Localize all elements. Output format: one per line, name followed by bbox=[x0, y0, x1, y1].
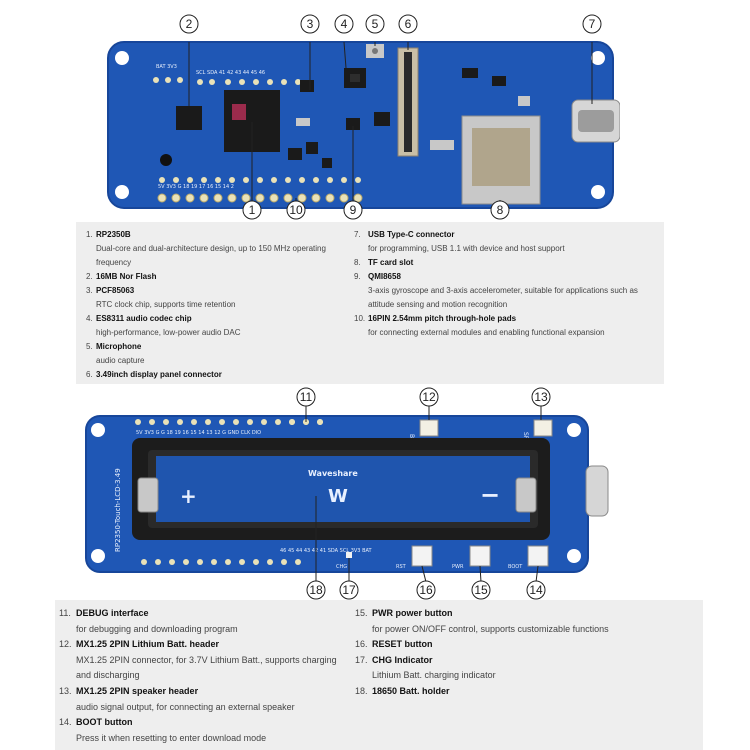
svg-text:11: 11 bbox=[300, 390, 313, 404]
callout-3: 3 bbox=[300, 14, 320, 34]
svg-text:9: 9 bbox=[350, 203, 357, 217]
rst-button bbox=[411, 545, 433, 567]
plus-sign: + bbox=[180, 484, 197, 508]
silk-chg: CHG bbox=[336, 564, 347, 570]
svg-text:3: 3 bbox=[307, 17, 314, 31]
callout-13: 13 bbox=[531, 387, 551, 407]
svg-text:17: 17 bbox=[342, 583, 356, 597]
desc-item-10: 10. 16PIN 2.54mm pitch through-hole pads… bbox=[354, 314, 605, 337]
silk-bottom-row-b: 46 45 44 43 42 41 SDA SCL 3V3 BAT bbox=[280, 548, 373, 554]
mid-pad-row bbox=[159, 177, 361, 183]
board-name: RP2350-Touch-LCD-3.49 bbox=[114, 468, 122, 552]
svg-text:1: 1 bbox=[249, 203, 256, 217]
batt-header bbox=[419, 419, 439, 437]
callout-8: 8 bbox=[490, 200, 510, 220]
svg-text:5: 5 bbox=[372, 17, 379, 31]
silk-pwr: PWR bbox=[452, 564, 464, 570]
pwr-button bbox=[469, 545, 491, 567]
callout-6: 6 bbox=[398, 14, 418, 34]
svg-text:13: 13 bbox=[534, 390, 548, 404]
svg-text:8: 8 bbox=[497, 203, 504, 217]
pcf85063-chip bbox=[300, 80, 314, 92]
silk-bat-row: BAT 3V3 bbox=[156, 64, 177, 70]
brand-text: Waveshare bbox=[308, 469, 358, 478]
callout-4: 4 bbox=[334, 14, 354, 34]
debug-pads bbox=[289, 419, 323, 425]
minus-sign: − bbox=[480, 481, 500, 509]
silk-scl-row: SCL SDA 41 42 43 44 45 46 bbox=[196, 70, 265, 76]
svg-text:4: 4 bbox=[341, 17, 348, 31]
boot-button bbox=[527, 545, 549, 567]
qmi8658-chip bbox=[346, 118, 360, 130]
bottom-board-figure: 5V 3V3 G G 18 19 16 15 14 13 12 G GND CL… bbox=[80, 386, 620, 600]
svg-text:16: 16 bbox=[419, 583, 433, 597]
callout-16: 16 bbox=[416, 580, 436, 600]
top-pad-row bbox=[153, 77, 301, 85]
callout-1: 1 bbox=[242, 200, 262, 220]
brand-logo: W bbox=[328, 486, 348, 507]
mount-hole bbox=[591, 185, 605, 199]
desc-item-6: 6. 3.49inch display panel connector bbox=[86, 370, 222, 379]
top-board-figure: BAT 3V3 SCL SDA 41 42 43 44 45 46 5V 3V3… bbox=[100, 10, 620, 220]
desc-item-2: 2. 16MB Nor Flash bbox=[86, 272, 157, 281]
svg-text:6: 6 bbox=[405, 17, 412, 31]
callout-2: 2 bbox=[179, 14, 199, 34]
usb-c-side bbox=[585, 465, 609, 517]
svg-text:7: 7 bbox=[589, 17, 596, 31]
mount-hole bbox=[115, 185, 129, 199]
flash-chip bbox=[176, 106, 202, 130]
16pin-pads bbox=[157, 193, 363, 203]
callout-18: 18 bbox=[306, 580, 326, 600]
spk-header bbox=[533, 419, 553, 437]
callout-14: 14 bbox=[526, 580, 546, 600]
svg-text:15: 15 bbox=[474, 583, 488, 597]
callout-5: 5 bbox=[365, 14, 385, 34]
callout-9: 9 bbox=[343, 200, 363, 220]
dark-round-component bbox=[160, 154, 172, 166]
callout-17: 17 bbox=[339, 580, 359, 600]
desc-item-18: 18. 18650 Batt. holder bbox=[355, 685, 450, 696]
silk-pin-row: 5V 3V3 G G 18 19 16 15 14 13 12 G GND CL… bbox=[136, 430, 261, 436]
svg-text:10: 10 bbox=[289, 203, 303, 217]
svg-text:2: 2 bbox=[186, 17, 193, 31]
callout-10: 10 bbox=[286, 200, 306, 220]
desc-item-8: 8. TF card slot bbox=[354, 258, 414, 267]
svg-text:14: 14 bbox=[529, 583, 543, 597]
callout-12: 12 bbox=[419, 387, 439, 407]
svg-text:18: 18 bbox=[309, 583, 323, 597]
callout-11: 11 bbox=[296, 387, 316, 407]
callout-15: 15 bbox=[471, 580, 491, 600]
silk-boot: BOOT bbox=[508, 564, 523, 570]
callout-7: 7 bbox=[582, 14, 602, 34]
silk-bottom-row: 5V 3V3 G 18 19 17 16 15 14 2 bbox=[158, 184, 234, 190]
bottom-bottom-pads bbox=[141, 559, 301, 565]
svg-text:12: 12 bbox=[422, 390, 436, 404]
chg-led bbox=[346, 552, 352, 558]
silk-rst: RST bbox=[396, 564, 407, 570]
mount-hole bbox=[591, 51, 605, 65]
mount-hole bbox=[115, 51, 129, 65]
desc-item-16: 16. RESET button bbox=[355, 639, 433, 650]
